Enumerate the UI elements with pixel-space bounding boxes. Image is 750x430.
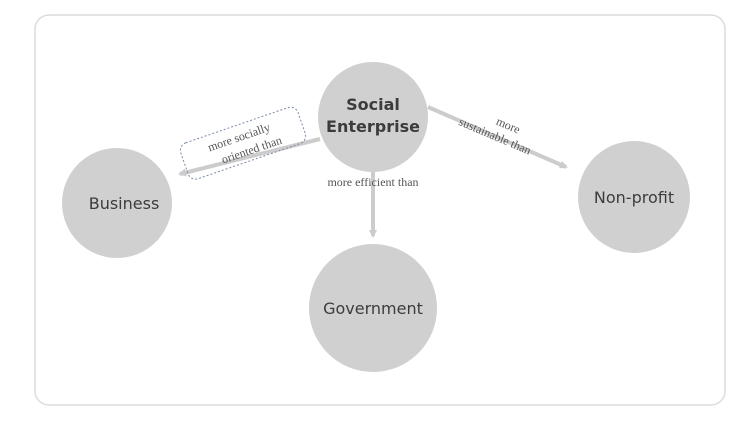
node-nonprofit (578, 141, 690, 253)
node-social-enterprise (318, 62, 428, 172)
government-edge-label: more efficient than (327, 175, 418, 189)
government-label: Government (323, 299, 423, 318)
business-label: Business (89, 194, 160, 213)
arrow-to-nonprofit (427, 105, 568, 169)
arrow-to-business (178, 137, 321, 177)
dotted-highlight-box (179, 106, 307, 180)
node-business (62, 148, 172, 258)
social-enterprise-label-line2: Enterprise (326, 117, 420, 136)
diagram-frame (34, 14, 726, 406)
node-government (309, 244, 437, 372)
nonprofit-label: Non-profit (594, 188, 674, 207)
social-enterprise-label-line1: Social (346, 95, 400, 114)
